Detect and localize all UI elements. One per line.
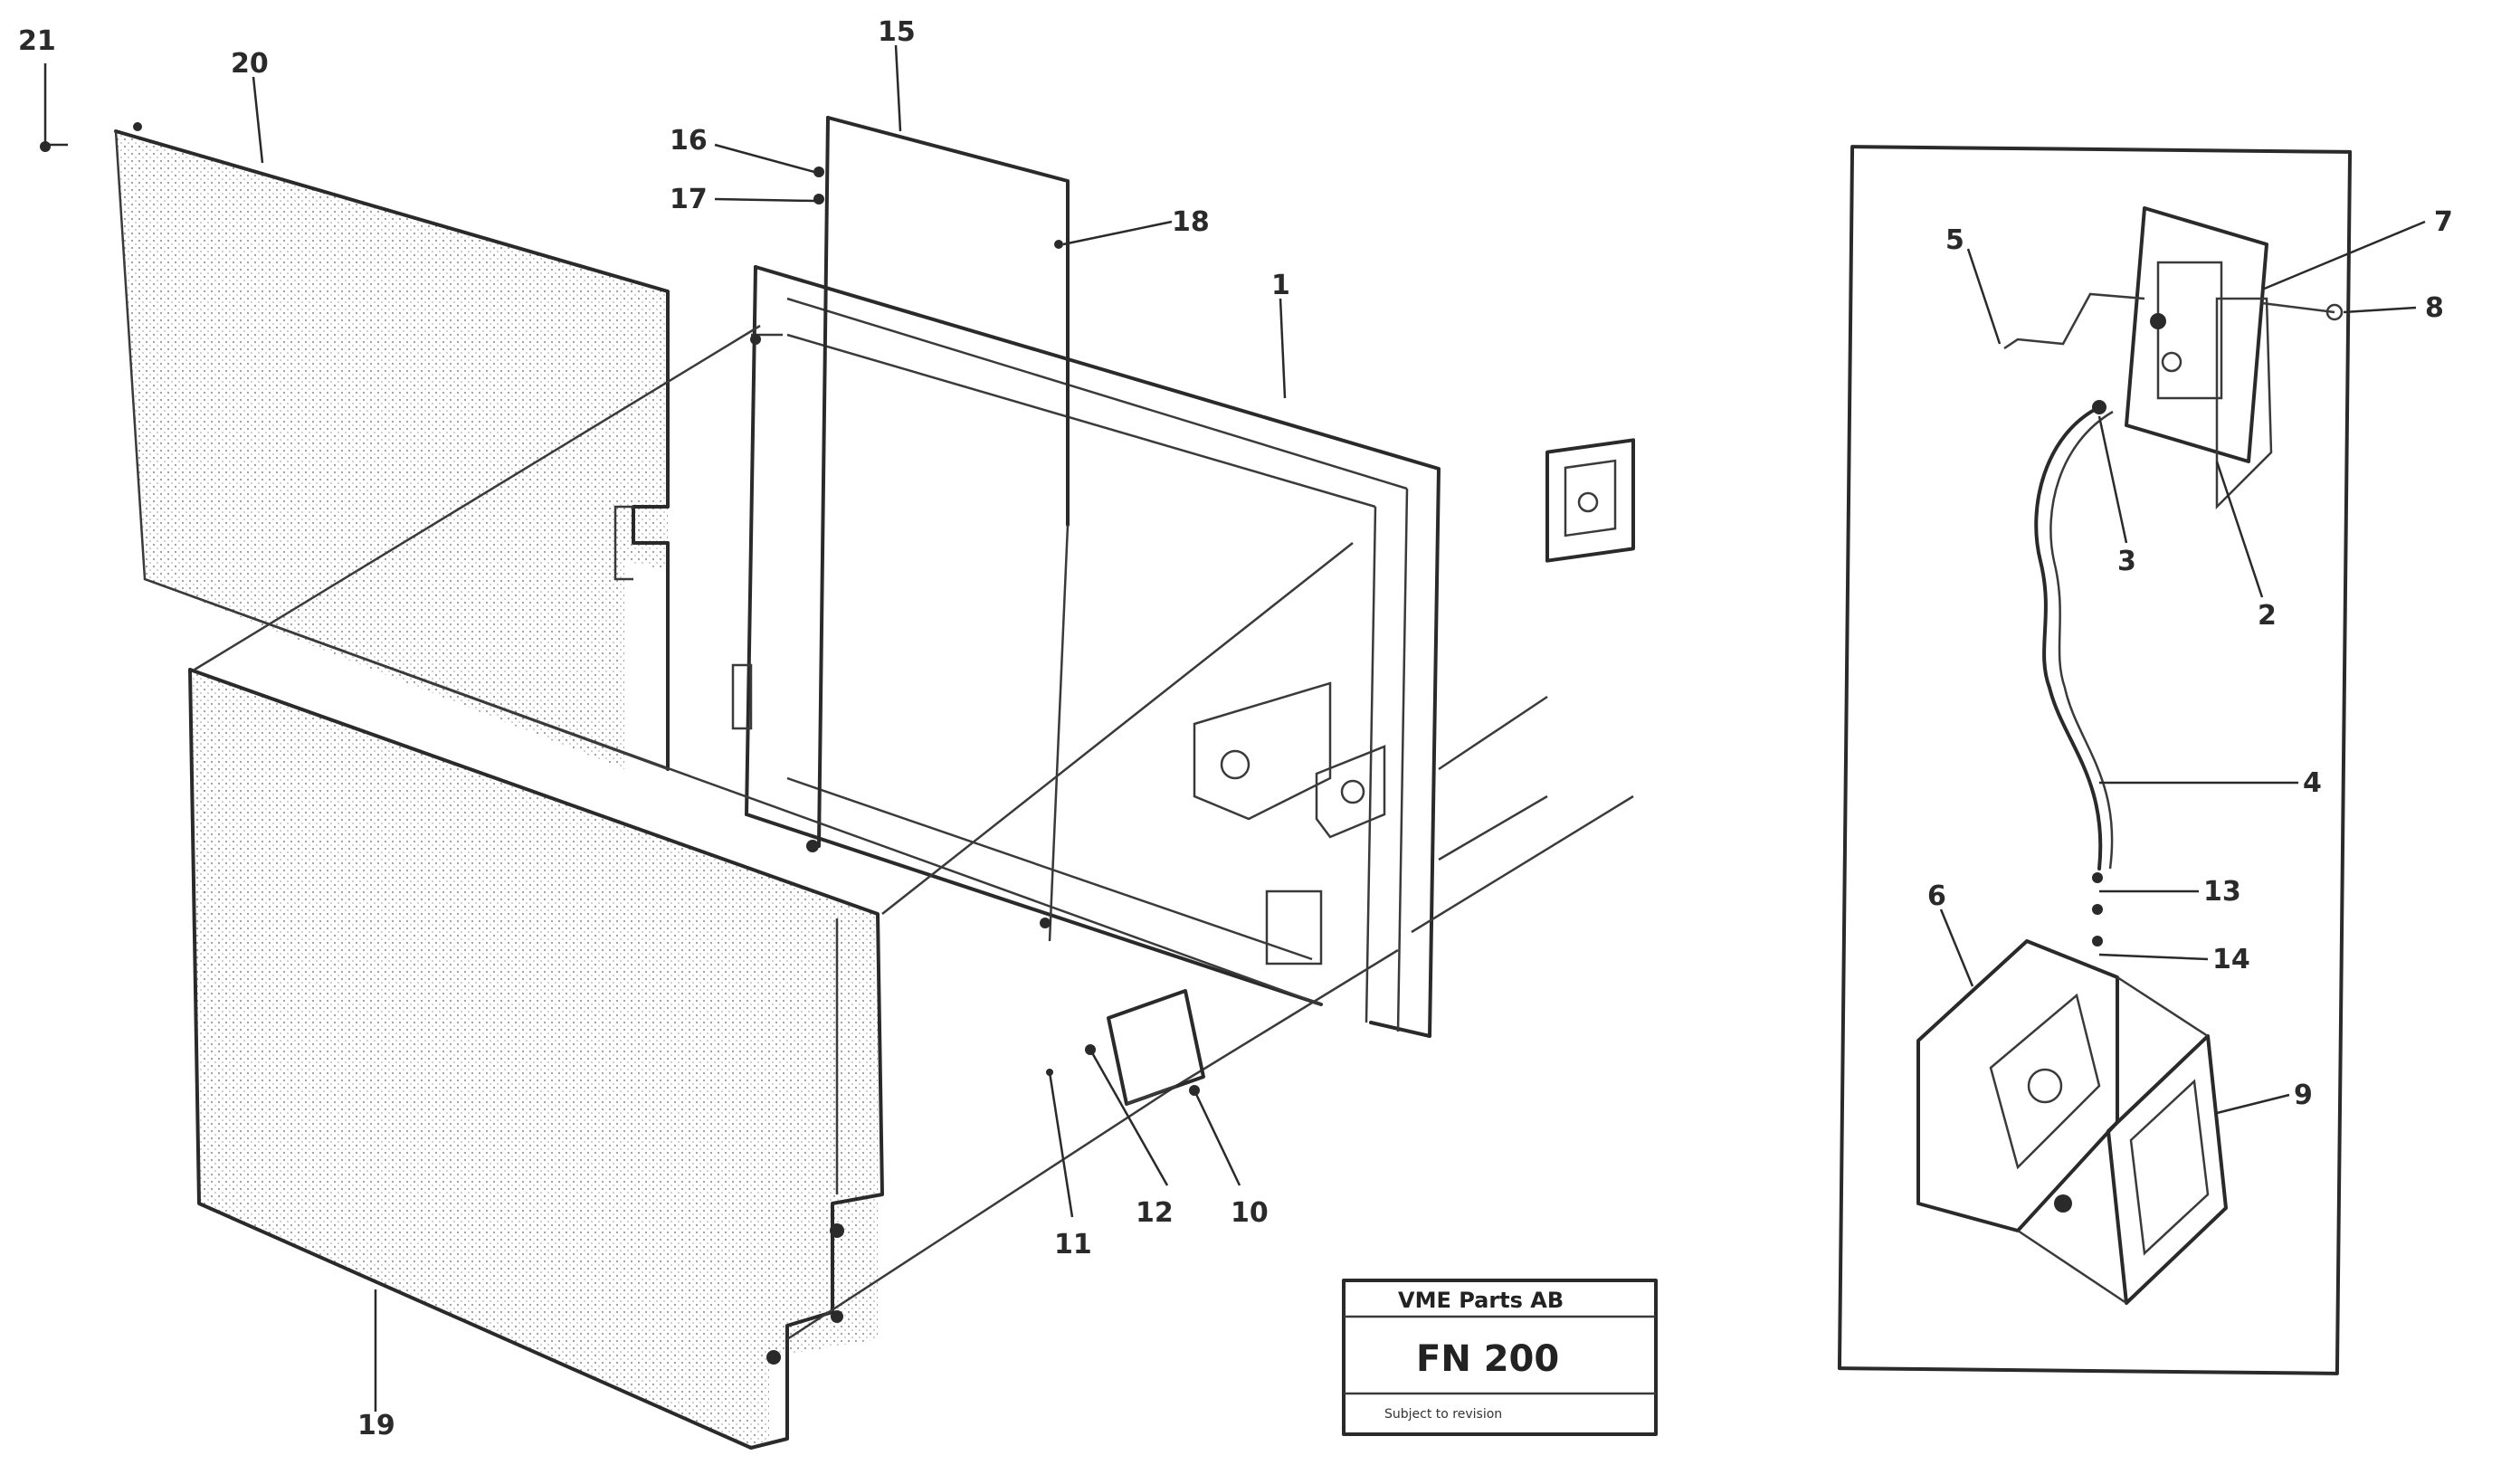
callout-16: 16 bbox=[670, 125, 708, 157]
callout-19: 19 bbox=[357, 1410, 395, 1441]
callout-15: 15 bbox=[878, 16, 916, 48]
detail-callout-9: 9 bbox=[2294, 1080, 2313, 1111]
callout-21: 21 bbox=[18, 25, 56, 57]
callout-11: 11 bbox=[1054, 1229, 1092, 1260]
callout-17: 17 bbox=[670, 184, 708, 215]
callout-10: 10 bbox=[1231, 1197, 1269, 1229]
assembly-guide-lines bbox=[144, 324, 1399, 1341]
divider-panel bbox=[817, 116, 1070, 942]
callout-18: 18 bbox=[1172, 206, 1210, 238]
detail-callout-8: 8 bbox=[2425, 292, 2444, 324]
detail-callout-6: 6 bbox=[1927, 880, 1946, 912]
detail-callout-3: 3 bbox=[2117, 546, 2136, 577]
main-callouts: 21 20 15 16 17 18 1 19 11 12 10 bbox=[18, 16, 1290, 1441]
detail-callout-4: 4 bbox=[2303, 767, 2322, 799]
callout-1: 1 bbox=[1271, 270, 1290, 301]
callout-12: 12 bbox=[1136, 1197, 1174, 1229]
fasteners bbox=[40, 122, 1200, 1365]
detail-callout-14: 14 bbox=[2212, 944, 2250, 975]
title-block: VME Parts AB FN 200 Subject to revision bbox=[1342, 1279, 1658, 1436]
detail-inset: 5 7 8 3 2 4 13 14 6 9 bbox=[1837, 145, 2453, 1375]
detail-callout-5: 5 bbox=[1945, 224, 1964, 256]
title-block-company: VME Parts AB bbox=[1398, 1288, 1564, 1313]
detail-callout-2: 2 bbox=[2258, 600, 2277, 632]
detail-callout-7: 7 bbox=[2434, 206, 2453, 238]
main-frame bbox=[731, 265, 1441, 1038]
detail-callout-13: 13 bbox=[2203, 876, 2241, 908]
side-socket bbox=[1411, 438, 1635, 934]
title-block-note: Subject to revision bbox=[1384, 1407, 1502, 1422]
leader-lines bbox=[43, 44, 1287, 1412]
callout-20: 20 bbox=[231, 48, 269, 80]
title-block-figure-number: FN 200 bbox=[1416, 1338, 1559, 1380]
control-box bbox=[1107, 989, 1205, 1106]
front-cover-panel bbox=[188, 668, 884, 1450]
frame-brackets bbox=[1193, 681, 1386, 966]
